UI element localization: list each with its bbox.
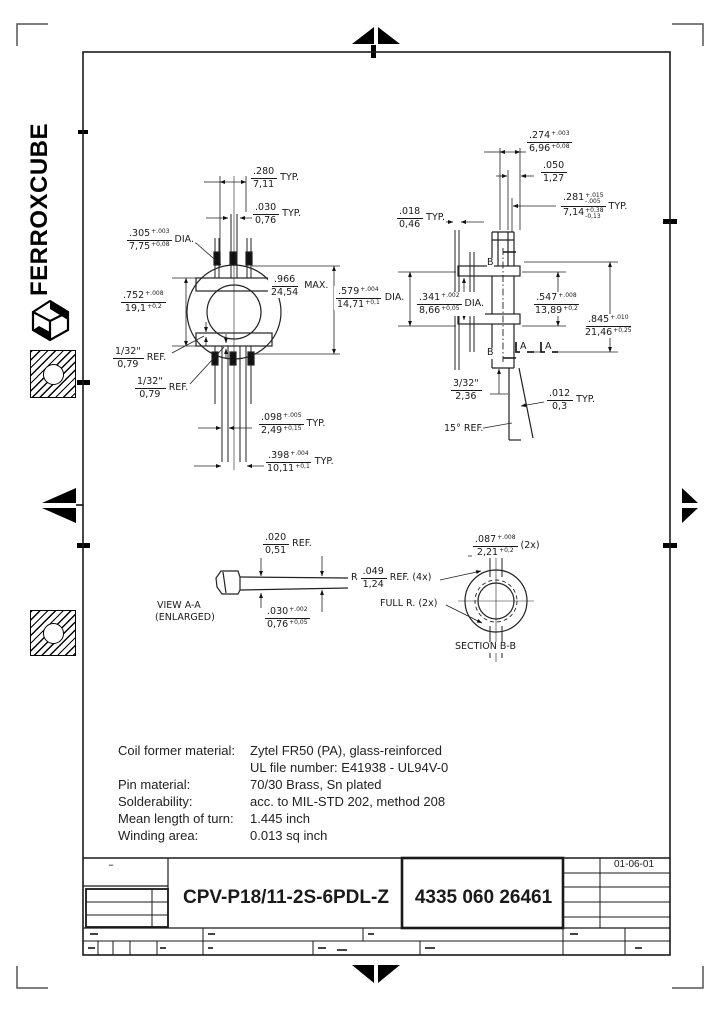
spec-row-ul-file: UL file number: E41938 - UL94V-0 bbox=[118, 759, 448, 776]
view-a-a-label: VIEW A-A bbox=[157, 600, 201, 612]
spec-value: 1.445 inch bbox=[250, 811, 310, 826]
registration-hole bbox=[42, 622, 64, 644]
spec-row-coil-former: Coil former material: Zytel FR50 (PA), g… bbox=[118, 743, 442, 758]
micro-text-mark bbox=[425, 947, 435, 949]
material-spec-block: Coil former material: Zytel FR50 (PA), g… bbox=[118, 742, 448, 844]
bottom-center-arrow-right-half bbox=[378, 965, 400, 983]
spec-row-pin-material: Pin material: 70/30 Brass, Sn plated bbox=[118, 777, 382, 792]
drawing-frame bbox=[82, 51, 671, 956]
full-r-label: FULL R. (2x) bbox=[380, 598, 438, 610]
dim-ref-1-32-b: 1/32"0,79 REF. bbox=[134, 376, 190, 400]
view-marker-a-2: A bbox=[545, 341, 552, 353]
spec-row-winding-area: Winding area: 0.013 sq inch bbox=[118, 828, 328, 843]
type-number: CPV-P18/11-2S-6PDL-Z bbox=[183, 887, 389, 908]
catalog-number: 4335 060 26461 bbox=[414, 887, 553, 908]
view-a-a-enlarged-label: (ENLARGED) bbox=[155, 612, 215, 624]
top-center-arrow-left-half bbox=[352, 27, 374, 44]
view-a-a bbox=[215, 556, 349, 612]
right-edge-arrow-top-half bbox=[682, 488, 698, 503]
spec-value: acc. to MIL-STD 202, method 208 bbox=[250, 794, 446, 809]
dim-3-32: 3/32"2,36 bbox=[450, 378, 483, 402]
micro-text-mark bbox=[635, 947, 642, 949]
registration-arrows bbox=[42, 27, 698, 983]
micro-text-mark bbox=[208, 947, 213, 949]
top-center-arrow-right-half bbox=[378, 27, 400, 44]
view-marker-a-1: A bbox=[520, 341, 527, 353]
micro-text-mark bbox=[90, 933, 98, 935]
spec-value: 70/30 Brass, Sn plated bbox=[250, 777, 382, 792]
micro-text-mark bbox=[337, 949, 347, 951]
micro-text-mark bbox=[570, 933, 578, 935]
spec-value: Zytel FR50 (PA), glass-reinforced bbox=[250, 743, 442, 758]
section-marker-b-bottom: B bbox=[487, 347, 494, 359]
spec-value: 0.013 sq inch bbox=[250, 828, 328, 843]
micro-text-mark bbox=[208, 933, 215, 935]
registration-hole bbox=[42, 363, 64, 385]
corner-crop-marks bbox=[16, 23, 704, 989]
registration-hatch-square-bottom bbox=[30, 610, 76, 656]
title-block-dash: – bbox=[108, 858, 114, 871]
bottom-center-arrow-left-half bbox=[352, 965, 374, 983]
registration-hatch-square-top bbox=[30, 350, 76, 398]
section-b-b-label: SECTION B-B bbox=[455, 641, 516, 653]
title-block-lines bbox=[83, 856, 670, 955]
spec-value: UL file number: E41938 - UL94V-0 bbox=[250, 760, 449, 775]
micro-text-mark bbox=[160, 947, 166, 949]
left-edge-arrow-bottom-half bbox=[42, 508, 76, 523]
ferroxcube-cube-icon bbox=[31, 299, 70, 342]
spec-row-mean-length: Mean length of turn: 1.445 inch bbox=[118, 811, 310, 826]
left-edge-arrow-top-half bbox=[42, 488, 76, 503]
micro-text-mark bbox=[318, 947, 326, 949]
micro-text-mark bbox=[368, 933, 374, 935]
spec-row-solderability: Solderability: acc. to MIL-STD 202, meth… bbox=[118, 794, 446, 809]
right-edge-arrow-bottom-half bbox=[682, 508, 698, 523]
angle-15-ref-label: 15° REF. bbox=[444, 423, 484, 435]
ferroxcube-logo-text: FERROXCUBE bbox=[26, 122, 53, 296]
release-date: 01-06-01 bbox=[613, 859, 655, 870]
micro-text-mark bbox=[88, 947, 95, 949]
section-marker-b-top: B bbox=[487, 257, 494, 269]
dim-ref-1-32-a: 1/32"0,79 REF. bbox=[112, 346, 168, 370]
